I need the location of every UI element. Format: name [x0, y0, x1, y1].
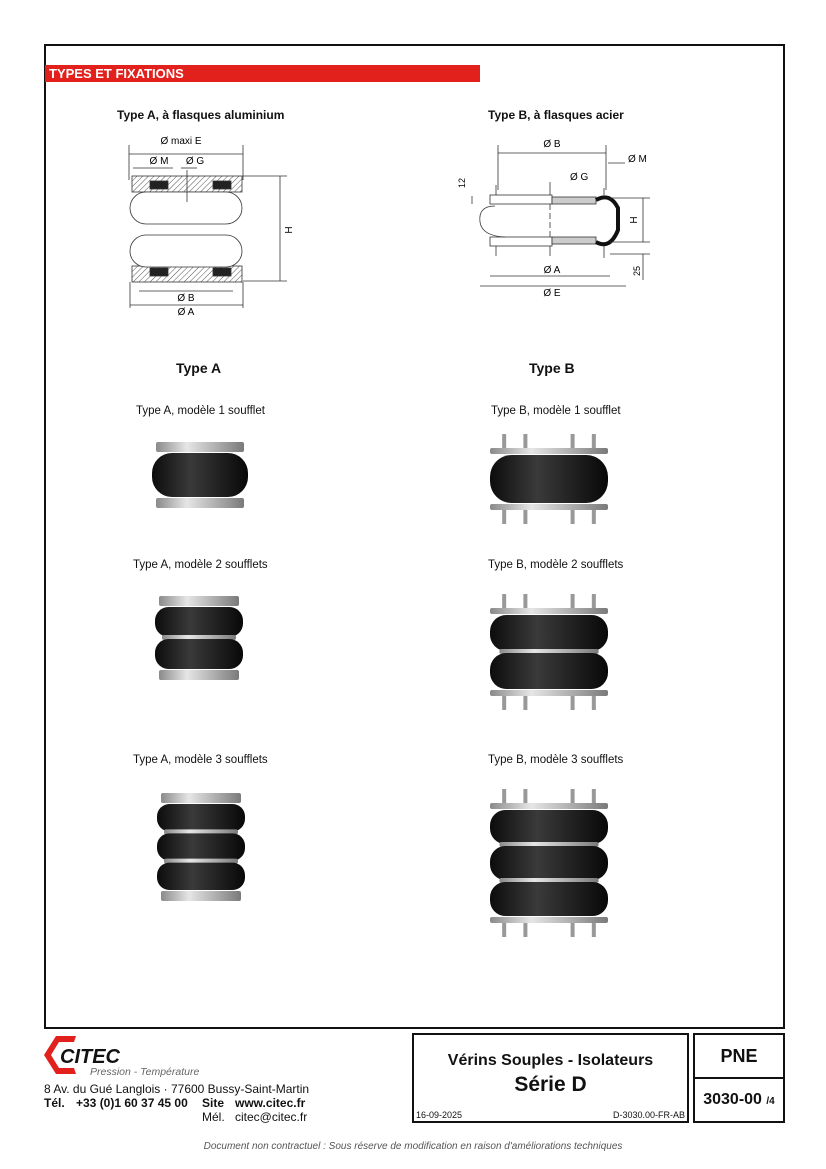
caption-b2: Type B, modèle 2 soufflets — [488, 559, 624, 571]
site-label: Site — [202, 1096, 225, 1110]
top-flange — [490, 803, 608, 809]
product-photo-b1 — [490, 434, 608, 524]
product-photo-b3 — [490, 789, 608, 937]
bottom-flange — [490, 504, 608, 510]
product-photo-b2 — [490, 594, 608, 710]
top-flange — [161, 793, 241, 803]
product-photo-a3 — [157, 793, 245, 901]
dim-label-b: Ø B — [177, 293, 195, 304]
citec-logo: CITEC — [44, 1036, 121, 1074]
logo-text: CITEC — [60, 1046, 121, 1068]
dim-label-a: Ø A — [178, 307, 195, 318]
top-flange — [490, 608, 608, 614]
logo-tagline: Pression - Température — [90, 1066, 200, 1078]
dim-label-e: Ø E — [543, 288, 561, 299]
tel-label: Tél. — [44, 1096, 65, 1110]
bottom-flange — [161, 891, 241, 901]
dim-label-h: H — [627, 216, 638, 223]
caption-a3: Type A, modèle 3 soufflets — [133, 754, 268, 766]
product-code: 3030-00 — [703, 1091, 762, 1108]
bottom-flange — [159, 670, 239, 680]
document-series: Série D — [514, 1073, 587, 1096]
bottom-flange — [490, 917, 608, 923]
dim-label-h: H — [282, 226, 293, 233]
dim-label-g: Ø G — [570, 172, 589, 183]
dim-label-12: 12 — [457, 178, 467, 188]
category-code: PNE — [695, 1035, 783, 1079]
dim-label-a: Ø A — [544, 265, 561, 276]
bottom-flange — [490, 690, 608, 696]
mail-label: Mél. — [202, 1110, 225, 1124]
dim-label-25: 25 — [632, 266, 642, 276]
top-flange — [159, 596, 239, 606]
diagram-b-title: Type B, à flasques acier — [488, 108, 624, 122]
caption-a2: Type A, modèle 2 soufflets — [133, 559, 268, 571]
type-b-technical-drawing: Ø B Ø M Ø G 12 H Ø A 25 Ø E — [457, 139, 650, 299]
disclaimer: Document non contractuel : Sous réserve … — [203, 1141, 623, 1152]
product-photo-a1 — [152, 442, 248, 508]
caption-b3: Type B, modèle 3 soufflets — [488, 754, 624, 766]
caption-b1: Type B, modèle 1 soufflet — [491, 405, 621, 417]
type-a-heading: Type A — [176, 360, 222, 376]
section-title: TYPES ET FIXATIONS — [45, 65, 480, 82]
type-b-heading: Type B — [529, 360, 575, 376]
dim-label-b: Ø B — [543, 139, 561, 150]
page-number: /4 — [766, 1096, 775, 1107]
document-date: 16-09-2025 — [416, 1110, 463, 1120]
top-flange — [156, 442, 244, 452]
document-reference: D-3030.00-FR-AB — [612, 1110, 685, 1120]
content-frame — [44, 44, 785, 1029]
document-title: Vérins Souples - Isolateurs — [447, 1052, 654, 1069]
tel-number: +33 (0)1 60 37 45 00 — [76, 1096, 188, 1110]
mail-link[interactable]: citec@citec.fr — [235, 1110, 308, 1124]
dim-label-m: Ø M — [150, 156, 169, 167]
document-title-box: Vérins Souples - Isolateurs Série D 16-0… — [412, 1033, 689, 1123]
dim-label-m: Ø M — [628, 154, 647, 165]
bottom-flange — [156, 498, 244, 508]
company-address: 8 Av. du Gué Langlois · 77600 Bussy-Sain… — [44, 1082, 310, 1096]
type-a-technical-drawing: Ø maxi E Ø M Ø G H Ø B Ø A — [128, 136, 293, 318]
top-flange — [490, 448, 608, 454]
dim-label-g: Ø G — [186, 156, 205, 167]
caption-a1: Type A, modèle 1 soufflet — [136, 405, 265, 417]
product-photo-a2 — [155, 596, 243, 680]
diagram-a-title: Type A, à flasques aluminium — [117, 108, 285, 122]
site-link[interactable]: www.citec.fr — [235, 1096, 306, 1110]
dim-label-e: Ø maxi E — [160, 136, 201, 147]
category-box: PNE 3030-00 /4 — [693, 1033, 785, 1123]
